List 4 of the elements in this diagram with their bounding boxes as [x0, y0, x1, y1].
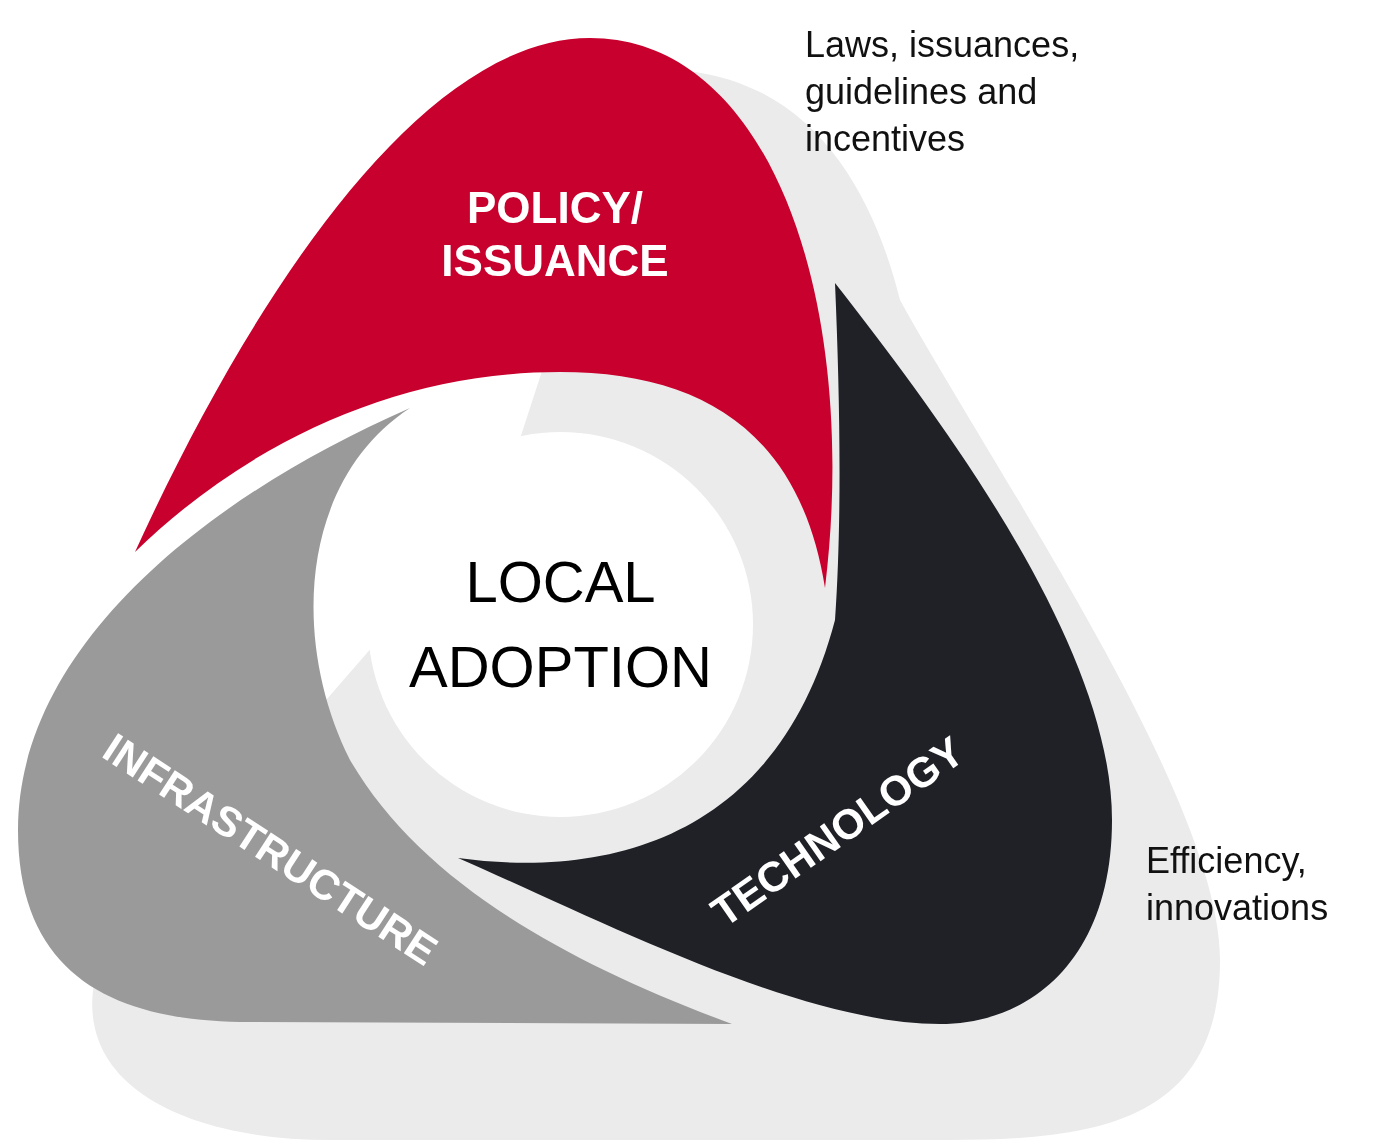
center-label: LOCAL ADOPTION — [408, 548, 713, 701]
side-note: Laws, issuances, guidelines and incentives — [805, 23, 1081, 161]
segment-label: POLICY/ ISSUANCE — [440, 182, 670, 287]
side-note: Efficiency, innovations — [1146, 839, 1330, 930]
